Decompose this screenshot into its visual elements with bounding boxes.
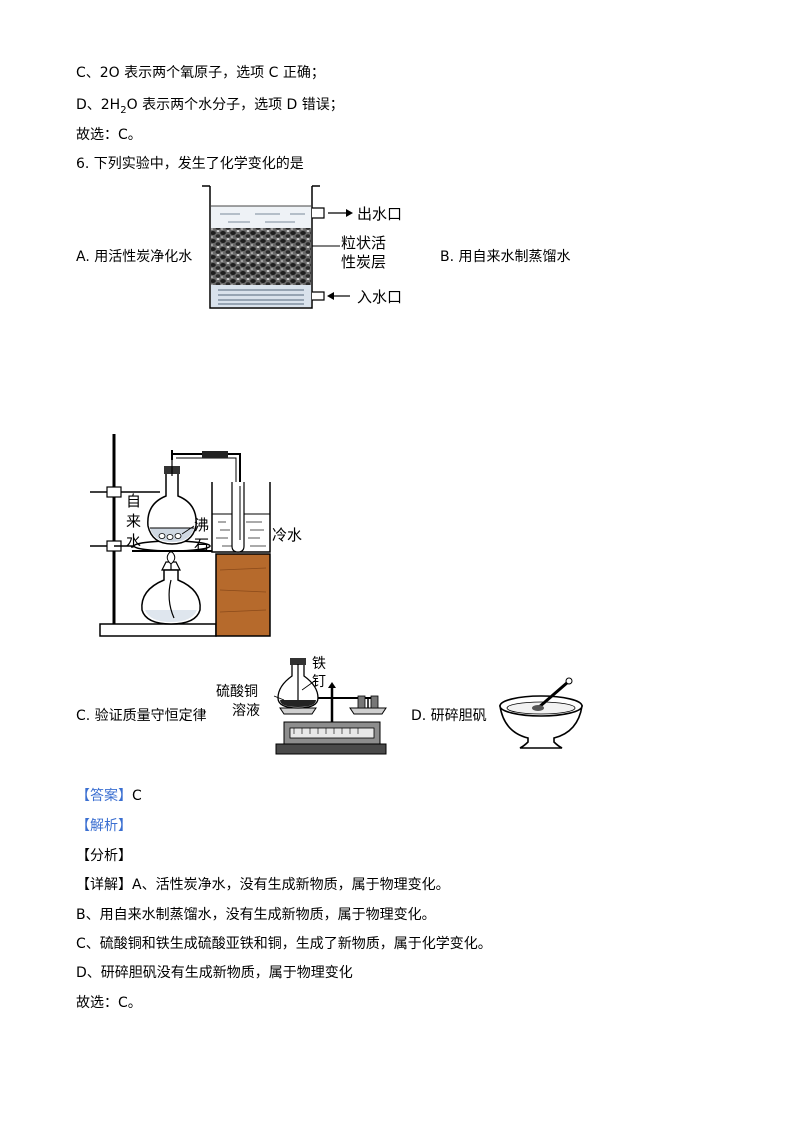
- tap-water-label-1: 自: [126, 492, 141, 510]
- prev-d-text-start: D、2H: [76, 97, 121, 113]
- boiling-stone-label-2: 石: [194, 536, 209, 554]
- cold-water-label: 冷水: [272, 526, 302, 544]
- prev-option-d-explanation: D、2H2O 表示两个水分子，选项 D 错误；: [76, 96, 344, 120]
- option-d-label: D. 研碎胆矾: [411, 708, 487, 724]
- figure-mass-conservation-balance: 硫酸铜 溶液 铁 钉: [216, 656, 387, 755]
- analysis-tag: 【解析】: [76, 818, 132, 834]
- prev-d-subscript: 2: [120, 104, 127, 116]
- option-c-label: C. 验证质量守恒定律: [76, 708, 207, 724]
- detail-line-c: C、硫酸铜和铁生成硫酸亚铁和铜，生成了新物质，属于化学变化。: [76, 936, 492, 952]
- tap-water-label-3: 水: [126, 532, 141, 550]
- figure-distillation-apparatus: 自 来 水 沸 石 冷水: [90, 434, 302, 637]
- carbon-layer-label-line2: 性炭层: [341, 253, 386, 271]
- figure-activated-carbon-filter: 出水口 粒状活 性炭层 入水口: [202, 185, 402, 309]
- outlet-label: 出水口: [357, 205, 402, 223]
- detail-line-b: B、用自来水制蒸馏水，没有生成新物质，属于物理变化。: [76, 907, 436, 923]
- answer-line: 【答案】C: [76, 787, 142, 805]
- detail-tag: 【详解】: [76, 877, 132, 893]
- iron-nail-label-1: 铁: [312, 656, 326, 672]
- detail-line-a: 【详解】A、活性炭净水，没有生成新物质，属于物理变化。: [76, 876, 450, 894]
- answer-tag: 【答案】: [76, 788, 132, 804]
- answer-value: C: [132, 788, 142, 804]
- detail-a-text: A、活性炭净水，没有生成新物质，属于物理变化。: [132, 877, 450, 893]
- prev-conclusion: 故选：C。: [76, 127, 142, 143]
- prev-d-text-end: O 表示两个水分子，选项 D 错误；: [126, 97, 344, 113]
- prev-option-c-explanation: C、2O 表示两个氧原子，选项 C 正确；: [76, 65, 325, 81]
- tap-water-label-2: 来: [126, 512, 141, 530]
- detail-line-d: D、研碎胆矾没有生成新物质，属于物理变化: [76, 965, 353, 981]
- iron-nail-label-2: 钉: [312, 674, 326, 690]
- analysis-fenxi-tag: 【分析】: [76, 848, 132, 864]
- carbon-layer-label-line1: 粒状活: [341, 234, 386, 252]
- boiling-stone-label-1: 沸: [194, 516, 209, 534]
- copper-sulfate-label-2: 溶液: [232, 703, 260, 719]
- inlet-label: 入水口: [357, 288, 402, 306]
- question-stem: 6. 下列实验中，发生了化学变化的是: [76, 156, 304, 172]
- final-conclusion: 故选：C。: [76, 995, 142, 1011]
- figure-mortar-and-pestle: [499, 677, 583, 749]
- option-b-label: B. 用自来水制蒸馏水: [440, 249, 571, 265]
- option-a-label: A. 用活性炭净化水: [76, 249, 193, 265]
- copper-sulfate-label-1: 硫酸铜: [216, 684, 258, 700]
